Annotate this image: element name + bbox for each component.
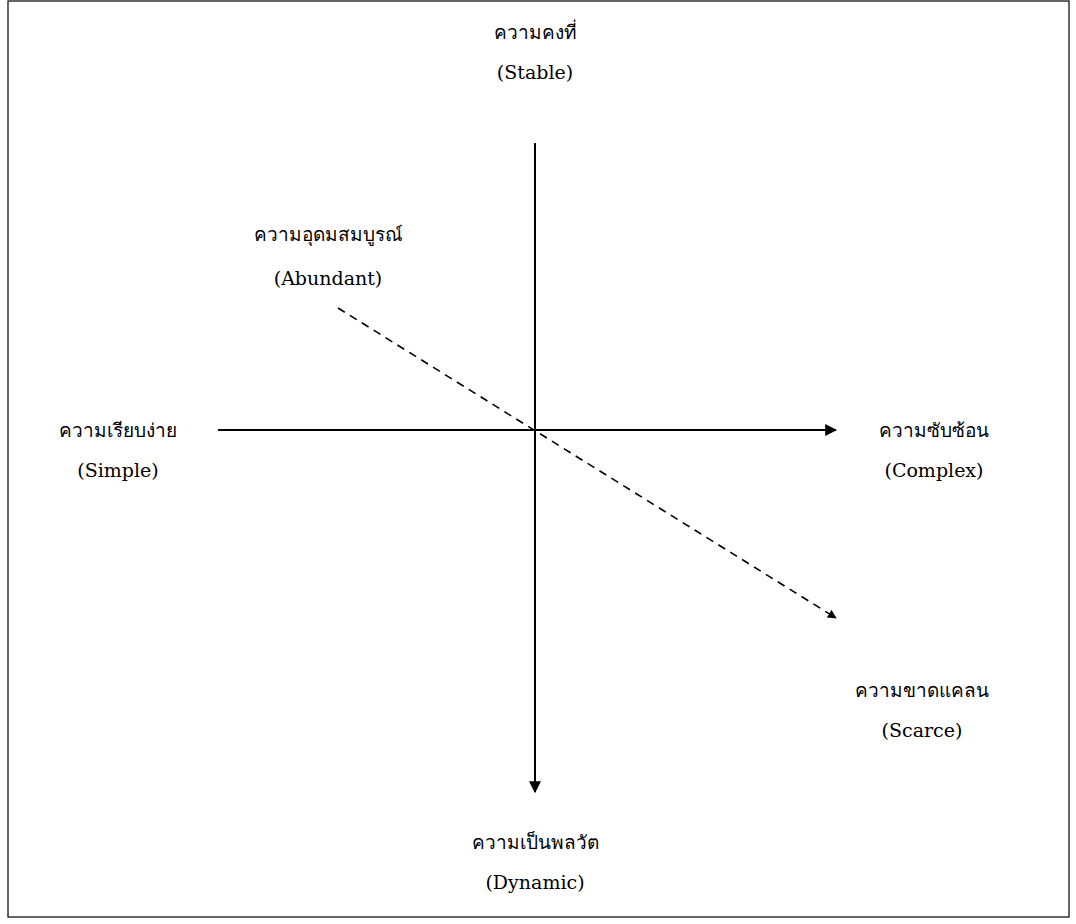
axis-label: ความขาดแคลน — [855, 679, 989, 702]
axis-label-english: (Dynamic) — [485, 871, 584, 894]
axis-label-english: (Scarce) — [882, 719, 963, 742]
axis-label: ความเป็นพลวัต — [472, 831, 599, 854]
axis-label-english: (Stable) — [497, 61, 573, 84]
axis-label-english: (Complex) — [884, 459, 983, 482]
frame-border — [8, 1, 1069, 917]
axis-label: ความอุดมสมบูรณ์ — [254, 223, 403, 246]
axis-label: ความซับซ้อน — [879, 419, 989, 442]
axis-label-english: (Abundant) — [274, 267, 383, 290]
axis-label-english: (Simple) — [77, 459, 158, 482]
horizontal-axis — [218, 429, 836, 431]
vertical-axis — [534, 143, 536, 792]
axis-label: ความเรียบง่าย — [59, 419, 177, 442]
axis-label: ความคงที่ — [494, 21, 577, 44]
dashed-axis — [338, 308, 836, 618]
